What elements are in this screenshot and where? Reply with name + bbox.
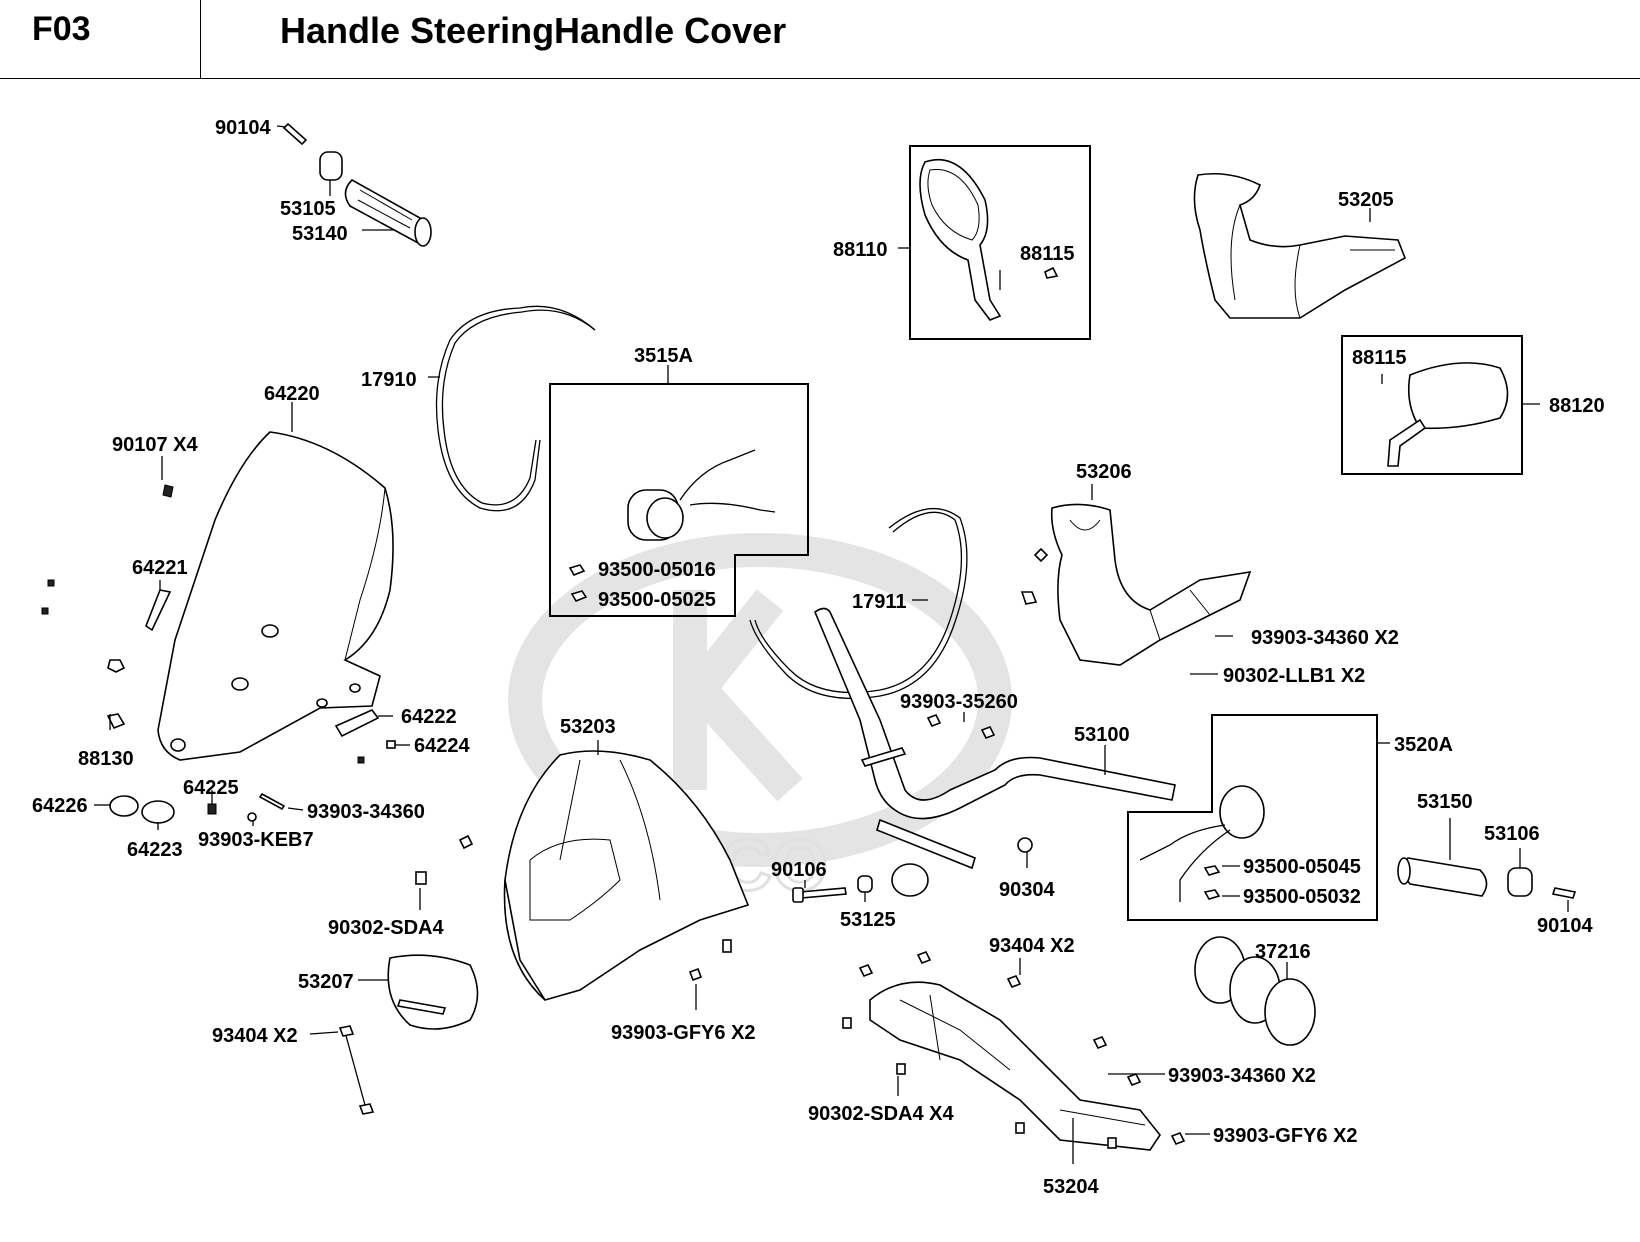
label-53205: 53205 bbox=[1338, 189, 1394, 211]
label-53125: 53125 bbox=[840, 909, 896, 931]
label-93500-05032: 93500-05032 bbox=[1243, 886, 1361, 908]
switch-3520A-box bbox=[1127, 714, 1378, 921]
switch-3515A-box bbox=[549, 383, 809, 617]
label-90304: 90304 bbox=[999, 879, 1055, 901]
label-53203: 53203 bbox=[560, 716, 616, 738]
label-64225: 64225 bbox=[183, 777, 239, 799]
label-64226: 64226 bbox=[32, 795, 88, 817]
label-90104-top: 90104 bbox=[215, 117, 271, 139]
label-53140: 53140 bbox=[292, 223, 348, 245]
cable-17910 bbox=[435, 305, 596, 512]
page-title: Handle SteeringHandle Cover bbox=[280, 10, 787, 51]
gasket-37216 bbox=[1194, 936, 1316, 1046]
leader-lines bbox=[94, 125, 1569, 1164]
label-64222: 64222 bbox=[401, 706, 457, 728]
label-17910: 17910 bbox=[361, 369, 417, 391]
label-53106: 53106 bbox=[1484, 823, 1540, 845]
label-93903-GFY6-b: 93903-GFY6 X2 bbox=[1213, 1125, 1358, 1147]
label-53150: 53150 bbox=[1417, 791, 1473, 813]
label-90302-LLB1: 90302-LLB1 X2 bbox=[1223, 665, 1365, 687]
label-64220: 64220 bbox=[264, 383, 320, 405]
label-88120: 88120 bbox=[1549, 395, 1605, 417]
label-37216: 37216 bbox=[1255, 941, 1311, 963]
cover-53206 bbox=[1020, 503, 1252, 666]
label-88110: 88110 bbox=[833, 239, 888, 261]
label-64221: 64221 bbox=[132, 557, 188, 579]
label-64223: 64223 bbox=[127, 839, 183, 861]
label-93500-05025: 93500-05025 bbox=[598, 589, 716, 611]
cover-53204 bbox=[842, 950, 1186, 1151]
label-90302-SDA4-x4: 90302-SDA4 X4 bbox=[808, 1103, 955, 1125]
label-64224: 64224 bbox=[414, 735, 470, 757]
windscreen-64220 bbox=[41, 431, 396, 824]
label-90302-SDA4: 90302-SDA4 bbox=[328, 917, 445, 939]
section-code-cell: F03 bbox=[0, 0, 201, 78]
label-53207: 53207 bbox=[298, 971, 354, 993]
label-90107: 90107 X4 bbox=[112, 434, 199, 456]
label-90106: 90106 bbox=[771, 859, 827, 881]
label-88115-b: 88115 bbox=[1352, 347, 1407, 369]
cover-53207 bbox=[338, 954, 479, 1115]
cover-53203 bbox=[415, 750, 750, 1001]
label-93903-34360-x2a: 93903-34360 X2 bbox=[1251, 627, 1399, 649]
label-93404-a: 93404 X2 bbox=[212, 1025, 298, 1047]
cable-17911 bbox=[749, 507, 968, 699]
cover-53205 bbox=[1193, 172, 1407, 319]
handlebar-53100 bbox=[814, 607, 1176, 897]
label-93903-34360-a: 93903-34360 bbox=[307, 801, 425, 823]
label-93404-b: 93404 X2 bbox=[989, 935, 1075, 957]
label-3515A: 3515A bbox=[634, 345, 693, 367]
label-17911: 17911 bbox=[852, 591, 907, 613]
mirror-88110-box bbox=[909, 145, 1091, 340]
label-93903-KEB7: 93903-KEB7 bbox=[198, 829, 314, 851]
label-88130: 88130 bbox=[78, 748, 134, 770]
parts-diagram: KYMCO bbox=[32, 117, 1605, 1198]
label-53204: 53204 bbox=[1043, 1176, 1099, 1198]
grip-right-group bbox=[1397, 857, 1577, 899]
label-93500-05016: 93500-05016 bbox=[598, 559, 716, 581]
label-53105: 53105 bbox=[280, 198, 336, 220]
label-93500-05045: 93500-05045 bbox=[1243, 856, 1361, 878]
label-53100: 53100 bbox=[1074, 724, 1130, 746]
label-88115-a: 88115 bbox=[1020, 243, 1075, 265]
grip-left-group bbox=[282, 122, 432, 247]
label-90104-right: 90104 bbox=[1537, 915, 1593, 937]
bolt-90106-and-parts bbox=[792, 713, 996, 903]
section-code: F03 bbox=[32, 10, 91, 48]
label-93903-34360-x2b: 93903-34360 X2 bbox=[1168, 1065, 1316, 1087]
label-93903-35260: 93903-35260 bbox=[900, 691, 1018, 713]
label-93903-GFY6-a: 93903-GFY6 X2 bbox=[611, 1022, 756, 1044]
part-labels: 90104 53105 53140 17910 3515A 93500-0501… bbox=[32, 117, 1605, 1198]
label-53206: 53206 bbox=[1076, 461, 1132, 483]
page-header: F03 Handle SteeringHandle Cover bbox=[0, 0, 1640, 79]
mirror-88120-box bbox=[1341, 335, 1523, 475]
label-3520A: 3520A bbox=[1394, 734, 1453, 756]
